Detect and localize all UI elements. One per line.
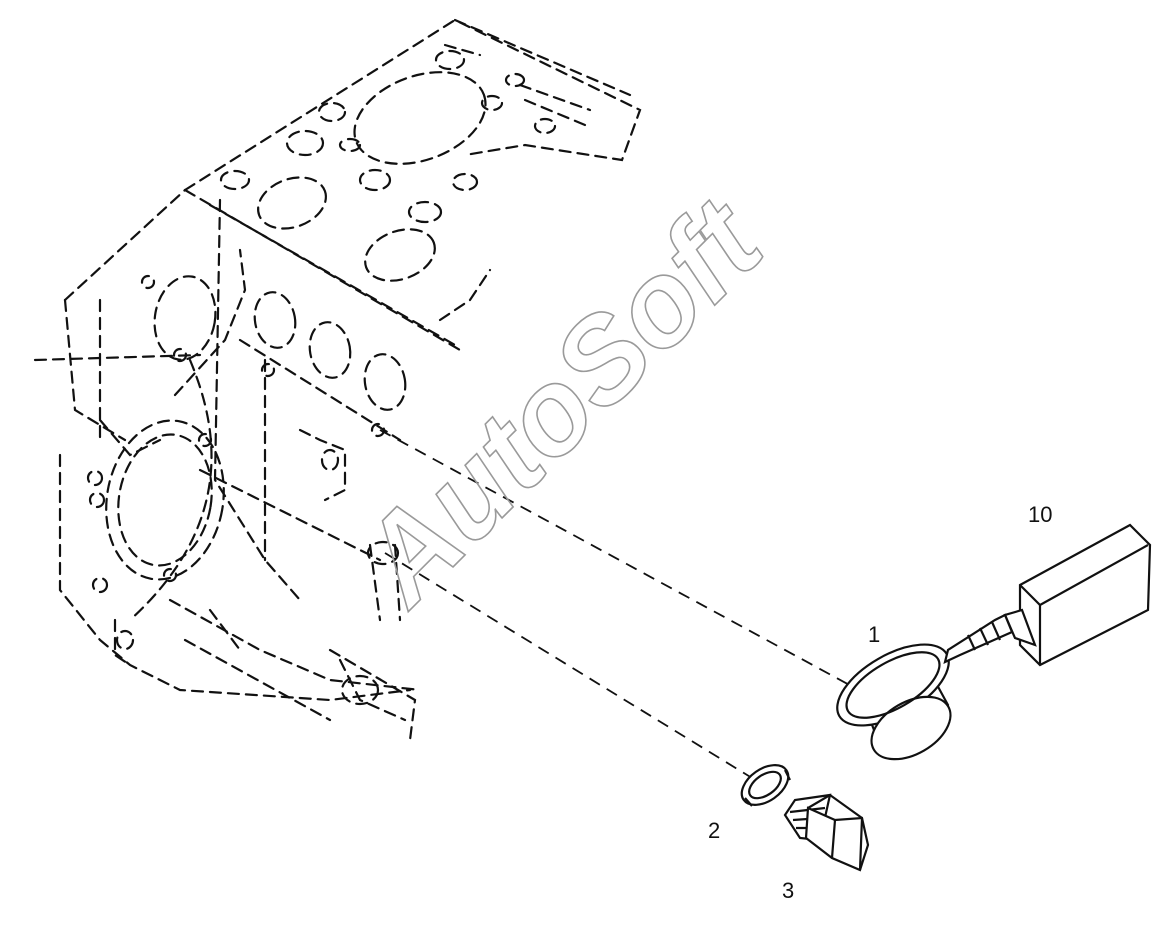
sealing-washer bbox=[740, 764, 791, 807]
sealant-tube bbox=[943, 523, 1152, 667]
drain-plug bbox=[783, 793, 870, 872]
callout-1: 1 bbox=[868, 622, 881, 647]
callout-3: 3 bbox=[782, 878, 795, 903]
seal-ring bbox=[836, 643, 952, 761]
engine-block bbox=[33, 18, 642, 742]
leader-lines bbox=[379, 429, 856, 779]
callout-10: 10 bbox=[1028, 502, 1053, 527]
callout-2: 2 bbox=[708, 818, 721, 843]
